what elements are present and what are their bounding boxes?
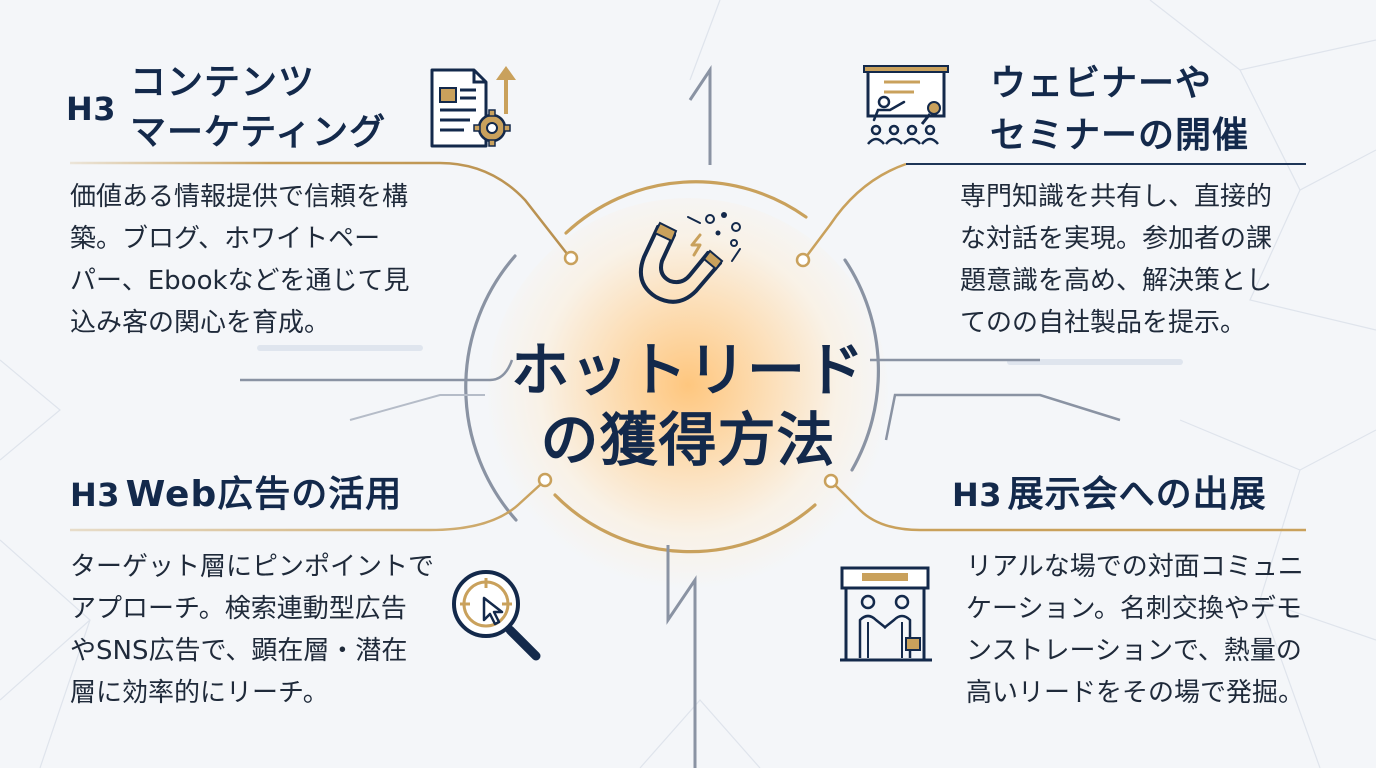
node-bottom-left xyxy=(537,472,553,488)
connector-top-right xyxy=(805,162,907,258)
ring-arc-top xyxy=(564,180,808,235)
ring-arc-bottom xyxy=(553,493,817,554)
body-top-left: 価値ある情報提供で信頼を構 築。ブログ、ホワイトペー パー、Ebookなどを通じ… xyxy=(70,176,410,344)
stem-bottom xyxy=(666,545,697,768)
link-left xyxy=(240,359,514,382)
body-line: 込み客の関心を育成。 xyxy=(70,308,331,338)
heading-title: 展示会への出展 xyxy=(1007,474,1267,515)
body-line: 価値ある情報提供で信頼を構 xyxy=(70,182,409,212)
node-top-left xyxy=(563,250,579,266)
body-line: 築。ブログ、ホワイトペー xyxy=(70,224,381,254)
body-line: 題意識を高め、解決策とし xyxy=(960,266,1273,296)
connector-bottom-left xyxy=(70,483,542,532)
connector-top-left xyxy=(70,161,569,256)
center-glow xyxy=(488,198,888,588)
body-line: パー、Ebookなどを通じて見 xyxy=(70,266,410,296)
heading-line-1: ウェビナーや xyxy=(990,63,1213,104)
body-line: ターゲット層にピンポイントで xyxy=(70,552,435,582)
heading-line-1: コンテンツ xyxy=(130,62,316,103)
link-left-lower xyxy=(349,394,485,421)
booth-handshake-icon xyxy=(840,566,932,662)
heading-top-left: コンテンツ マーケティング xyxy=(130,58,386,158)
heading-prefix-top-left: H3 xyxy=(66,90,116,128)
h3-prefix: H3 xyxy=(952,476,1003,514)
h3-prefix: H3 xyxy=(66,90,117,128)
magnifier-target-cursor-icon xyxy=(452,570,541,661)
heading-line-2: マーケティング xyxy=(130,112,387,153)
heading-title: Web広告の活用 xyxy=(125,474,403,515)
document-gear-growth-icon xyxy=(430,66,516,148)
body-line: てのの自社製品を提示。 xyxy=(960,308,1247,338)
body-line: ンストレーションで、熱量の xyxy=(966,636,1302,666)
heading-top-right: ウェビナーや セミナーの開催 xyxy=(990,58,1249,162)
link-right-lower xyxy=(884,393,1121,441)
body-line: やSNS広告で、顕在層・潜在 xyxy=(70,636,408,666)
node-top-right xyxy=(795,252,811,268)
center-title: ホットリード の獲得方法 xyxy=(488,335,888,475)
body-line: 層に効率的にリーチ。 xyxy=(70,678,329,708)
body-top-right: 専門知識を共有し、直接的 な対話を実現。参加者の課 題意識を高め、解決策とし て… xyxy=(960,176,1272,344)
node-bottom-right xyxy=(823,473,839,489)
body-line: リアルな場での対面コミュニ xyxy=(966,552,1304,582)
heading-bottom-right: H3 展示会への出展 xyxy=(952,470,1267,526)
magnet-icon xyxy=(639,212,741,304)
body-line: ケーション。名刺交換やデモ xyxy=(966,594,1302,624)
body-line: アプローチ。検索連動型広告 xyxy=(70,594,407,624)
center-title-line-1: ホットリード xyxy=(510,336,865,404)
center-title-line-2: の獲得方法 xyxy=(540,406,836,474)
heading-line-2: セミナーの開催 xyxy=(990,115,1250,156)
ring-arc-left xyxy=(464,254,518,522)
presentation-audience-icon xyxy=(863,65,949,145)
body-line: な対話を実現。参加者の課 xyxy=(960,224,1273,254)
heading-bottom-left: H3 Web広告の活用 xyxy=(70,470,402,526)
body-line: 専門知識を共有し、直接的 xyxy=(960,182,1273,212)
body-bottom-right: リアルな場での対面コミュニ ケーション。名刺交換やデモ ンストレーションで、熱量… xyxy=(966,546,1304,714)
ring-arc-right xyxy=(843,258,881,472)
divider-top-right xyxy=(906,163,1306,165)
h3-prefix: H3 xyxy=(70,476,121,514)
connector-bottom-right xyxy=(833,483,1306,532)
body-line: 高いリードをその場で発掘。 xyxy=(966,678,1305,708)
stem-top xyxy=(688,65,712,165)
body-bottom-left: ターゲット層にピンポイントで アプローチ。検索連動型広告 やSNS広告で、顕在層… xyxy=(70,546,434,714)
